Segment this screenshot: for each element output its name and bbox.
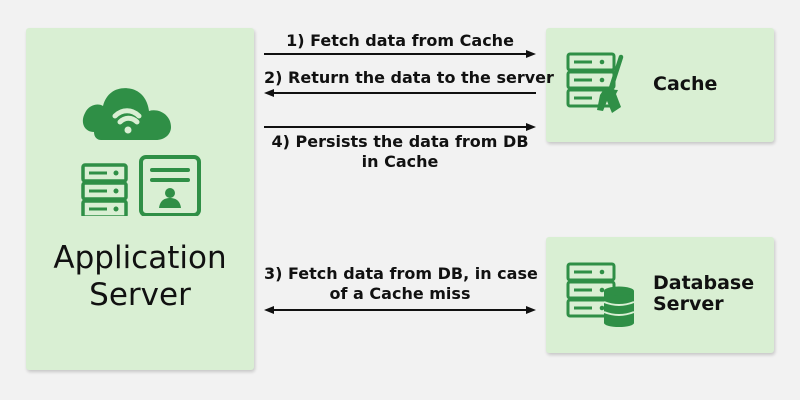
cache-led — [599, 77, 605, 83]
database-server-title: Database Server — [653, 273, 754, 315]
db-led — [599, 305, 605, 311]
database-band — [603, 301, 635, 306]
wifi-dot — [124, 126, 132, 134]
cache-node: Cache — [546, 28, 774, 142]
database-server-title-line-2: Server — [653, 293, 724, 315]
user-body-icon — [159, 198, 181, 208]
database-band — [603, 311, 635, 316]
application-server-title-line-1: Application — [53, 240, 227, 276]
cache-led — [599, 59, 605, 65]
step3-arrowhead-right — [526, 306, 536, 314]
step4-label: 4) Persists the data from DB in Cache — [264, 132, 536, 172]
database-server-node: Database Server — [546, 237, 774, 353]
step3-label-line-2: of a Cache miss — [329, 284, 471, 303]
application-server-title-line-2: Server — [89, 277, 191, 313]
server-led — [113, 206, 119, 212]
cache-title: Cache — [653, 73, 718, 95]
step3-label-line-1: 3) Fetch data from DB, in case — [264, 264, 538, 283]
step3-label: 3) Fetch data from DB, in case of a Cach… — [264, 264, 538, 304]
wifi-arc-inner — [117, 115, 140, 125]
broom-handle — [608, 54, 624, 91]
database-cylinder-bottom — [604, 319, 634, 327]
application-server-icon — [81, 88, 201, 216]
step1-arrowhead — [526, 50, 536, 58]
step2-arrowhead — [264, 89, 274, 97]
step4-label-line-2: in Cache — [361, 152, 439, 171]
db-led — [599, 287, 605, 293]
cloud-icon — [82, 88, 171, 140]
database-cylinder-icon — [604, 291, 634, 323]
database-cylinder-top — [604, 286, 634, 296]
step2-label: 2) Return the data to the server — [264, 68, 554, 87]
user-head-icon — [165, 188, 175, 198]
broom-icon — [597, 89, 621, 113]
wifi-arc-outer — [112, 108, 142, 119]
db-led — [599, 269, 605, 275]
cache-server-icon — [566, 52, 624, 113]
application-server-title: Application Server — [26, 240, 254, 314]
application-server-node: Application Server — [26, 28, 254, 370]
step4-arrowhead — [526, 123, 536, 131]
database-server-title-line-1: Database — [653, 272, 755, 294]
step1-label: 1) Fetch data from Cache — [286, 31, 514, 50]
server-led — [113, 170, 119, 176]
server-led — [113, 188, 119, 194]
database-server-icon — [566, 262, 635, 327]
step3-arrowhead-left — [264, 306, 274, 314]
step4-label-line-1: 4) Persists the data from DB — [271, 132, 529, 151]
